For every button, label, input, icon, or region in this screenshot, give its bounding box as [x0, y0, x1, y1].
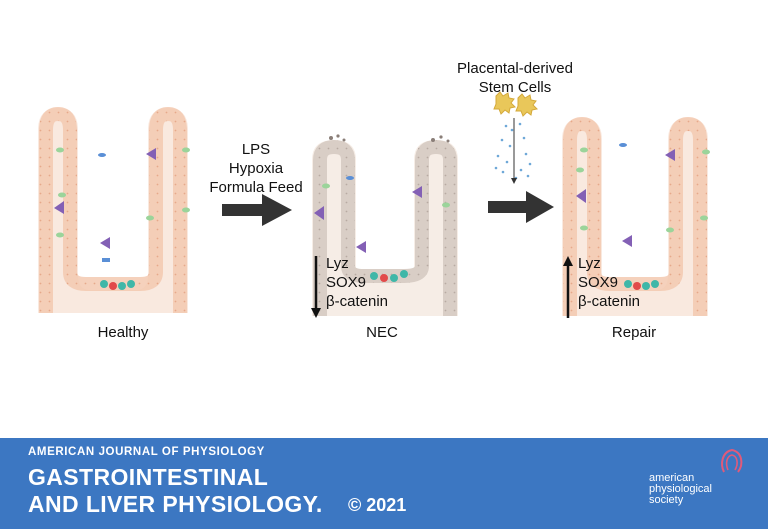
tuft-cell-icon: [665, 149, 675, 161]
paneth-cell-icon: [633, 282, 641, 290]
insult-formula-feed: Formula Feed: [209, 179, 303, 196]
stem-cell-icon: [400, 270, 408, 278]
tuft-cell-icon: [412, 186, 422, 198]
treatment-line-1: Placental-derived: [457, 60, 573, 77]
stem-cell-icon: [390, 274, 398, 282]
stem-cell-icon: [118, 282, 126, 290]
copyright-year: © 2021: [348, 495, 407, 515]
society-name: american physiological society: [649, 472, 712, 506]
repair-villi: [562, 116, 710, 316]
stage-label-healthy: Healthy: [97, 324, 149, 341]
stage-label-repair: Repair: [611, 324, 657, 341]
tuft-cell-icon: [356, 241, 366, 253]
stem-cell-icon: [127, 280, 135, 288]
marker-beta-catenin: β-catenin: [578, 293, 640, 310]
paneth-cell-icon: [380, 274, 388, 282]
stage-label-nec: NEC: [366, 324, 398, 341]
journal-name-top: AMERICAN JOURNAL OF PHYSIOLOGY: [28, 446, 265, 458]
treatment-line-2: Stem Cells: [478, 79, 552, 96]
tuft-cell-icon: [314, 206, 324, 220]
stem-cell-icon: [642, 282, 650, 290]
enteroendocrine-cell-icon: [102, 258, 110, 262]
goblet-cell-icon: [322, 183, 330, 189]
stem-cells-icon: [493, 91, 539, 184]
tuft-cell-icon: [54, 201, 64, 214]
paneth-cell-icon: [109, 282, 117, 290]
arrow-healthy-to-nec: [222, 194, 292, 226]
goblet-cell-icon: [580, 225, 588, 231]
nec-villi: [312, 134, 458, 316]
insult-lps: LPS: [241, 141, 271, 158]
repair-marker-list: Lyz SOX9 β-catenin: [578, 254, 640, 311]
arrow-nec-to-repair: [488, 191, 554, 223]
stem-cell-icon: [100, 280, 108, 288]
goblet-cell-icon: [56, 147, 64, 153]
figure-stage: Healthy NEC Repair LPS Hypoxia Formula F…: [38, 60, 710, 341]
goblet-cell-icon: [182, 207, 190, 213]
diagram-canvas: [38, 91, 710, 318]
tuft-cell-icon: [100, 237, 110, 249]
increase-arrow-icon: [563, 256, 573, 318]
nec-marker-list: Lyz SOX9 β-catenin: [326, 254, 388, 311]
enteroendocrine-cell-icon: [619, 143, 627, 147]
insult-hypoxia: Hypoxia: [228, 160, 284, 177]
journal-title-line-1: GASTROINTESTINAL: [28, 464, 269, 490]
marker-lyz: Lyz: [326, 255, 349, 272]
goblet-cell-icon: [700, 215, 708, 221]
goblet-cell-icon: [58, 192, 66, 198]
tuft-cell-icon: [622, 235, 632, 247]
goblet-cell-icon: [666, 227, 674, 233]
tuft-cell-icon: [576, 189, 586, 203]
goblet-cell-icon: [576, 167, 584, 173]
goblet-cell-icon: [702, 149, 710, 155]
enteroendocrine-cell-icon: [98, 153, 106, 157]
stem-cell-icon: [370, 272, 378, 280]
goblet-cell-icon: [146, 215, 154, 221]
aps-logo-icon: [721, 448, 743, 473]
goblet-cell-icon: [182, 147, 190, 153]
stem-cell-icon: [624, 280, 632, 288]
goblet-cell-icon: [580, 147, 588, 153]
healthy-villi: [38, 106, 190, 313]
marker-sox9: SOX9: [578, 274, 619, 291]
tuft-cell-icon: [146, 148, 156, 160]
journal-title-line-2: AND LIVER PHYSIOLOGY.: [28, 491, 323, 517]
decrease-arrow-icon: [311, 256, 321, 318]
marker-sox9: SOX9: [326, 274, 367, 291]
goblet-cell-icon: [442, 202, 450, 208]
marker-beta-catenin: β-catenin: [326, 293, 388, 310]
goblet-cell-icon: [56, 232, 64, 238]
stem-cell-icon: [651, 280, 659, 288]
journal-banner: AMERICAN JOURNAL OF PHYSIOLOGY GASTROINT…: [0, 438, 768, 529]
enteroendocrine-cell-icon: [346, 176, 354, 180]
marker-lyz: Lyz: [578, 255, 601, 272]
